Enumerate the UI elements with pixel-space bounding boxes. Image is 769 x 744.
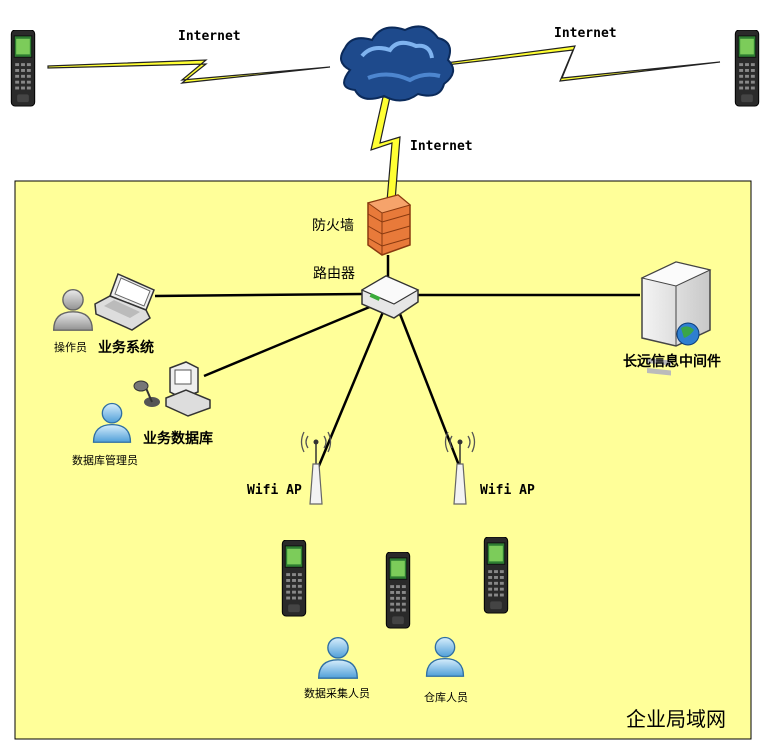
data-collector-label: 数据采集人员 (304, 686, 370, 700)
internet-link-left (47, 59, 331, 84)
operator-label: 操作员 (54, 340, 87, 354)
middleware-server-icon (640, 261, 712, 376)
wifi-ap-left-label: Wifi AP (247, 483, 302, 498)
firewall-label: 防火墙 (312, 218, 354, 234)
local-scanner-1-icon (281, 540, 307, 617)
laptop-icon (94, 272, 155, 331)
router-icon (360, 275, 420, 319)
remote-scanner-left-icon (10, 30, 36, 107)
enterprise-lan-label: 企业局域网 (626, 707, 726, 731)
remote-scanner-right-icon (734, 30, 760, 107)
internet-label-center: Internet (410, 139, 473, 154)
internet-label-left: Internet (178, 29, 241, 44)
local-scanner-3-icon (483, 537, 509, 614)
middleware-label: 长远信息中间件 (623, 353, 721, 370)
warehouse-staff-label: 仓库人员 (424, 690, 468, 704)
internet-link-right (437, 45, 721, 82)
enterprise-lan-area (14, 180, 752, 740)
business-system-label: 业务系统 (98, 339, 154, 356)
local-scanner-2-icon (385, 552, 411, 629)
firewall-icon (366, 194, 412, 256)
db-admin-label: 数据库管理员 (72, 453, 138, 467)
business-database-label: 业务数据库 (143, 430, 213, 447)
wifi-ap-right-label: Wifi AP (480, 483, 535, 498)
internet-label-right: Internet (554, 26, 617, 41)
internet-cloud-icon (340, 25, 455, 102)
database-computer-icon (133, 361, 211, 417)
router-label: 路由器 (313, 266, 355, 282)
